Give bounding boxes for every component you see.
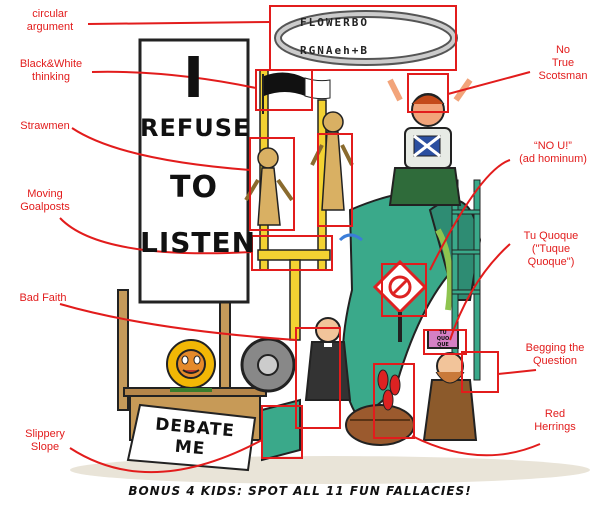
strawman-left (244, 147, 294, 226)
box-badfaith (295, 327, 341, 429)
red-herrings (377, 369, 401, 411)
label-strawmen: Strawmen (20, 120, 70, 132)
annotation-lines (59, 21, 541, 474)
ring-text-top: FLOWERBO (300, 16, 369, 29)
annotation-boxes (249, 5, 499, 459)
label-tu-quoque: Tu Quoque ("Tuque Quoque") (523, 230, 579, 268)
hobo-character (422, 329, 478, 441)
tu-quoque-hat-text: TU QUO QUE (436, 330, 450, 348)
label-bad-faith: Bad Faith (19, 292, 67, 304)
label-no-u: “NO U!” (ad hominum) (519, 140, 587, 165)
box-tu-quoque (423, 329, 467, 355)
box-bw-flag (255, 69, 313, 111)
box-strawman-left (249, 137, 295, 231)
label-circular-argument: circular argument (26, 8, 74, 33)
label-red-herrings: Red Herrings (534, 408, 576, 433)
box-slippery (261, 405, 303, 459)
sign-line-4: LISTEN (140, 226, 257, 259)
bottom-caption: BONUS 4 KIDS: SPOT ALL 11 FUN FALLACIES! (128, 484, 472, 498)
wheel (240, 337, 296, 393)
label-black-white: Black&White thinking (19, 58, 83, 83)
label-moving-goalposts: Moving Goalposts (20, 188, 70, 213)
sign-line-2: REFUSE (140, 114, 251, 142)
strawman-right (310, 111, 354, 211)
label-begging-question: Begging the Question (525, 342, 585, 367)
scotsman-character (387, 78, 473, 206)
label-no-true-scotsman: No True Scotsman (538, 44, 588, 82)
box-circular (269, 5, 457, 71)
slippery-slide (261, 398, 301, 462)
label-slippery-slope: Slippery Slope (25, 428, 65, 453)
box-no-u (381, 263, 427, 317)
flower-character (166, 339, 216, 392)
ring-text-bottom: RGNAeh+B (300, 44, 369, 57)
no-u-sign (372, 259, 428, 342)
sign-post-left (117, 289, 129, 411)
sign-line-1: I (183, 46, 205, 111)
box-begging (461, 351, 499, 393)
sign-line-3: TO (170, 170, 218, 205)
box-strawman-right (317, 133, 353, 227)
priest-character (304, 317, 352, 401)
debate-me-sign (126, 403, 257, 472)
box-herrings (373, 363, 415, 439)
